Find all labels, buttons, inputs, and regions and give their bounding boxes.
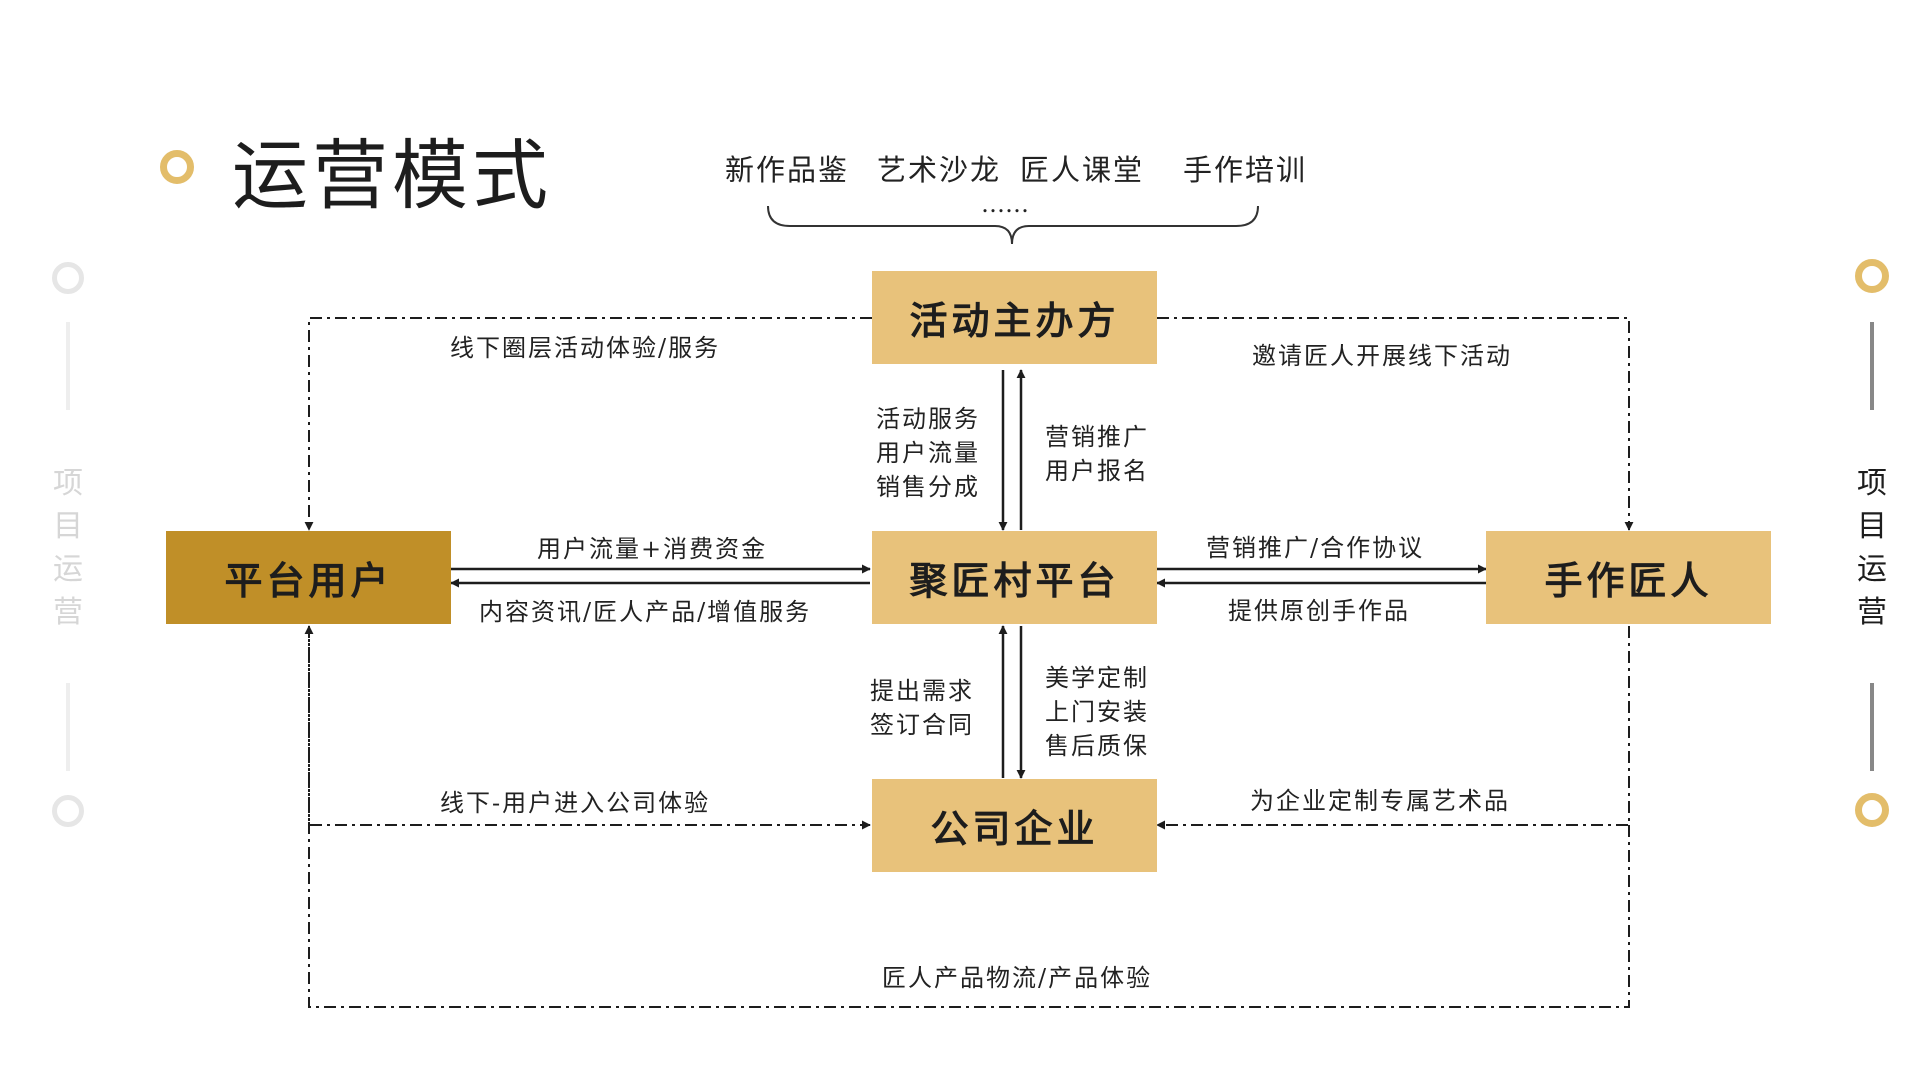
label-craftsmen-to-company: 为企业定制专属艺术品: [1250, 787, 1510, 815]
node-organizer: 活动主办方: [872, 271, 1157, 364]
activity-ellipsis: ……: [981, 190, 1029, 218]
label-craftsmen-to-platform: 提供原创手作品: [1228, 597, 1410, 625]
title-ring-icon: [160, 150, 194, 184]
activity-item: 匠人课堂: [1020, 153, 1145, 187]
left-top-ring-icon: [52, 262, 84, 294]
label-company-to-platform: 提出需求 签订合同: [870, 677, 974, 739]
activity-item: 手作培训: [1183, 153, 1308, 187]
node-craftsmen: 手作匠人: [1486, 531, 1771, 624]
left-bottom-ring-icon: [52, 795, 84, 827]
node-company: 公司企业: [872, 779, 1157, 872]
label-users-to-company: 线下-用户进入公司体验: [440, 789, 711, 817]
label-users-to-platform: 用户流量+消费资金: [537, 535, 768, 563]
label-platform-to-craftsmen: 营销推广/合作协议: [1206, 534, 1425, 562]
activities-brace: [767, 205, 1259, 245]
right-bottom-divider: [1870, 683, 1874, 771]
label-platform-to-users: 内容资讯/匠人产品/增值服务: [479, 598, 812, 626]
right-top-divider: [1870, 322, 1874, 410]
edge-craftsmen-to-users-bottom: [304, 625, 1630, 1008]
activity-item: 新作品鉴: [725, 153, 850, 187]
edge-organizer-to-users: [304, 317, 872, 531]
label-organizer-to-users: 线下圈层活动体验/服务: [450, 334, 721, 362]
left-top-divider: [66, 322, 70, 410]
node-users: 平台用户: [166, 531, 451, 624]
label-craftsmen-to-users-bottom: 匠人产品物流/产品体验: [882, 964, 1153, 992]
label-organizer-to-craftsmen: 邀请匠人开展线下活动: [1252, 342, 1512, 370]
label-organizer-to-platform: 活动服务 用户流量 销售分成: [876, 405, 980, 501]
label-platform-to-company: 美学定制 上门安装 售后质保: [1045, 664, 1149, 760]
right-side-label: 项目 运营: [1857, 466, 1887, 630]
node-platform: 聚匠村平台: [872, 531, 1157, 624]
edge-organizer-to-craftsmen: [1157, 317, 1634, 531]
label-platform-to-organizer: 营销推广 用户报名: [1045, 423, 1149, 485]
left-bottom-divider: [66, 683, 70, 771]
page-title: 运营模式: [232, 131, 552, 220]
left-side-label: 项目 运营: [53, 466, 83, 630]
right-bottom-ring-icon: [1855, 793, 1889, 827]
activity-item: 艺术沙龙: [877, 153, 1002, 187]
right-top-ring-icon: [1855, 259, 1889, 293]
